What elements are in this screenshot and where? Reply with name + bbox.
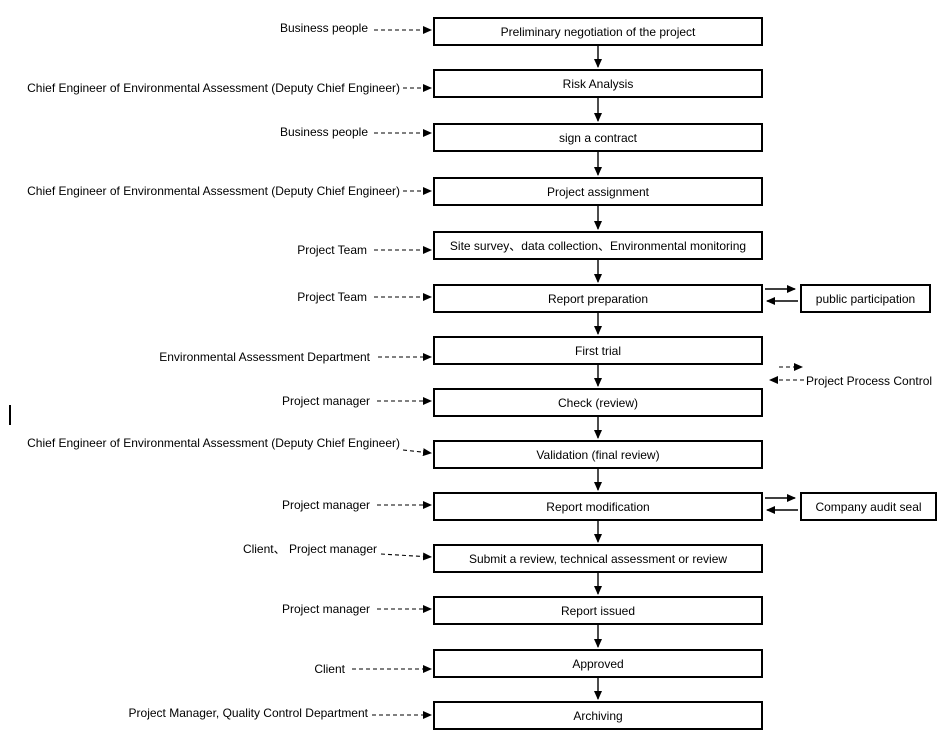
company-audit-seal-arrows [765, 494, 798, 514]
actor-label-project-team-1: Project Team [297, 243, 367, 257]
step-box-report-preparation: Report preparation [433, 284, 763, 313]
actor-label-chief-engineer-3: Chief Engineer of Environmental Assessme… [27, 436, 400, 450]
side-box-public-participation: public participation [800, 284, 931, 313]
process-control-arrows [769, 363, 804, 384]
actor-label-project-manager-3: Project manager [281, 602, 370, 616]
actor-label-project-manager-2: Project manager [281, 498, 370, 512]
annotation-project-process-control: Project Process Control [806, 374, 933, 388]
actor-label-chief-engineer-2: Chief Engineer of Environmental Assessme… [27, 184, 400, 198]
text-cursor-mark [9, 405, 11, 425]
public-participation-arrows [765, 285, 798, 305]
step-box-sign-contract: sign a contract [433, 123, 763, 152]
step-box-approved: Approved [433, 649, 763, 678]
step-box-report-modification: Report modification [433, 492, 763, 521]
step-box-check-review: Check (review) [433, 388, 763, 417]
step-box-risk-analysis: Risk Analysis [433, 69, 763, 98]
actor-label-project-manager-1: Project manager [281, 394, 370, 408]
actor-label-client: Client [314, 662, 345, 676]
actor-label-client-project-manager: Client、 Project manager [242, 542, 377, 556]
actor-label-business-people-1: Business people [279, 21, 368, 35]
actor-label-chief-engineer-1: Chief Engineer of Environmental Assessme… [27, 81, 400, 95]
actor-label-ea-department: Environmental Assessment Department [159, 350, 370, 364]
step-box-validation: Validation (final review) [433, 440, 763, 469]
step-box-archiving: Archiving [433, 701, 763, 730]
step-box-project-assignment: Project assignment [433, 177, 763, 206]
step-box-preliminary-negotiation: Preliminary negotiation of the project [433, 17, 763, 46]
step-box-submit-review: Submit a review, technical assessment or… [433, 544, 763, 573]
step-box-report-issued: Report issued [433, 596, 763, 625]
step-box-site-survey: Site survey、data collection、Environmenta… [433, 231, 763, 260]
actor-label-pm-quality-control: Project Manager, Quality Control Departm… [128, 706, 368, 720]
actor-label-project-team-2: Project Team [297, 290, 367, 304]
actor-label-business-people-2: Business people [279, 125, 368, 139]
side-box-company-audit-seal: Company audit seal [800, 492, 937, 521]
step-box-first-trial: First trial [433, 336, 763, 365]
